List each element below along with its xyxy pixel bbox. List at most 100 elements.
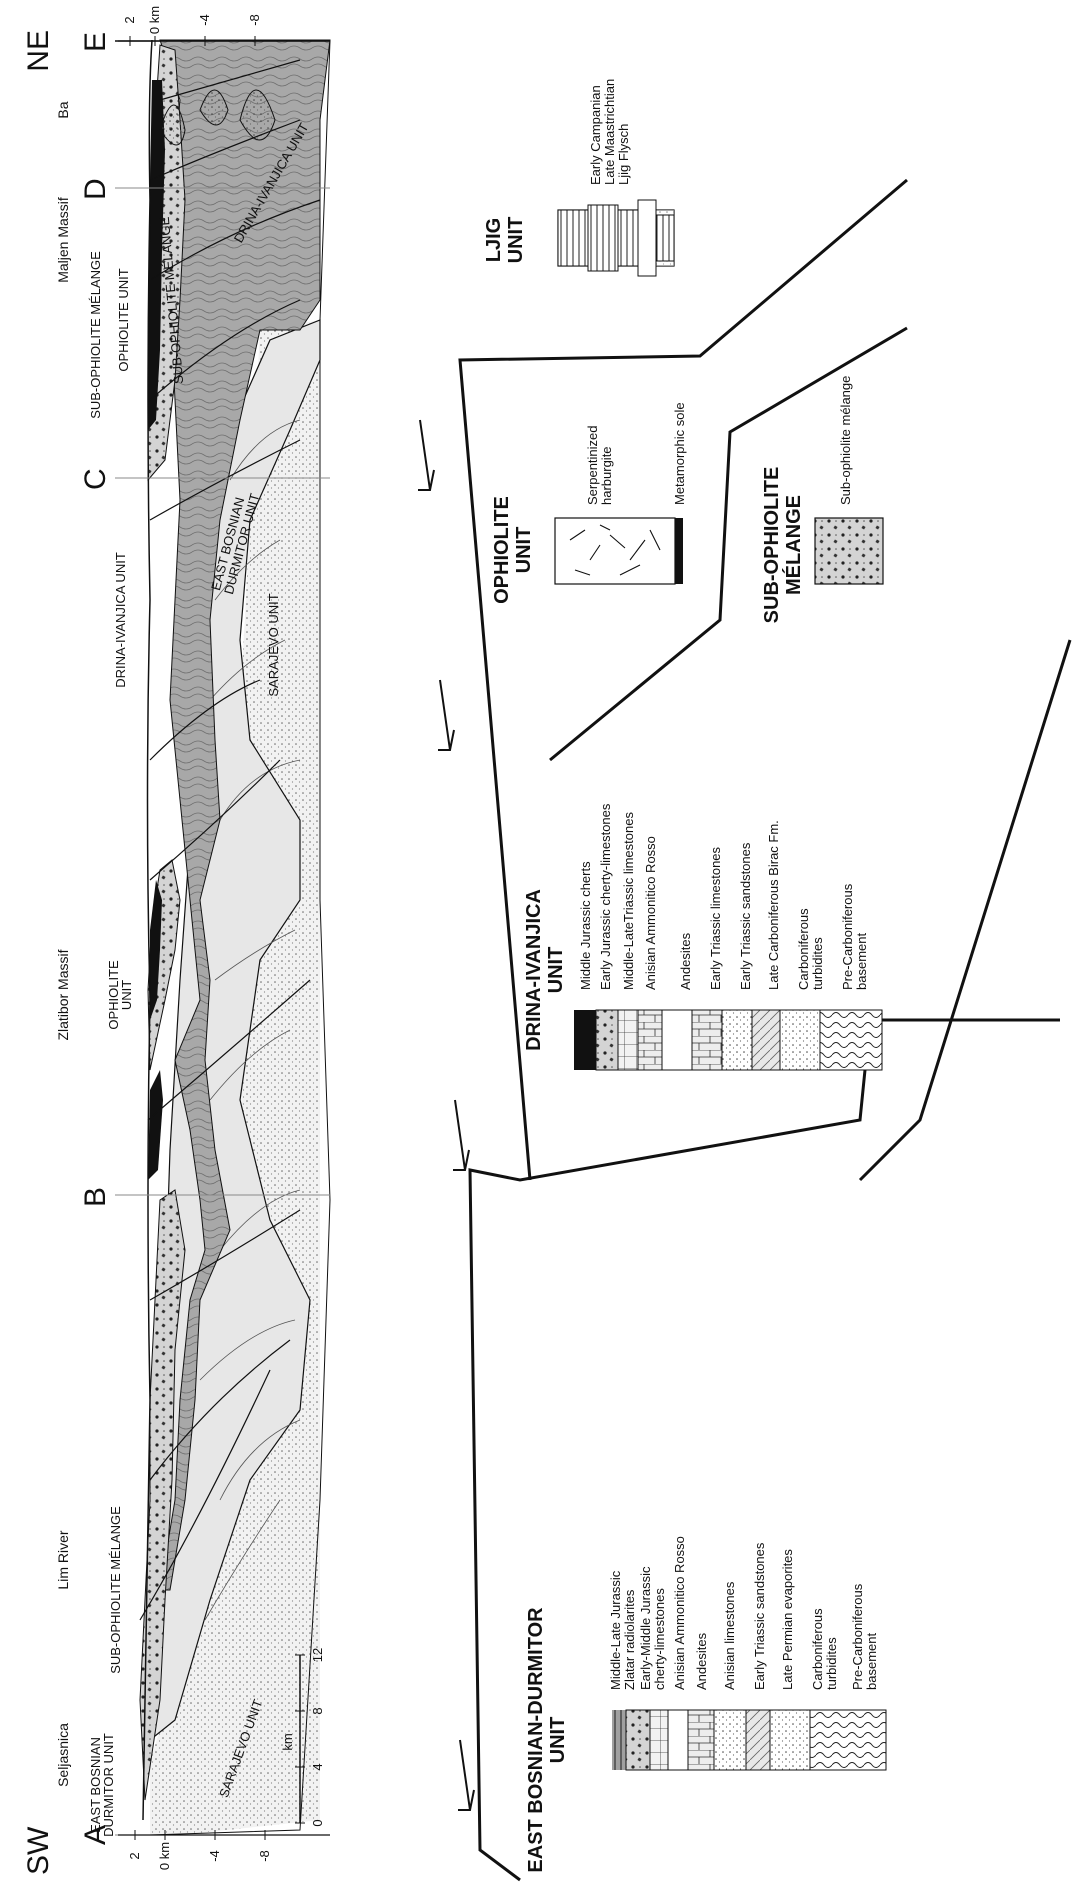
- ne-orientation-label: NE: [22, 30, 55, 72]
- scale-tick-4: 4: [310, 1763, 325, 1770]
- profile-point-c: C: [79, 468, 112, 490]
- legend-drina-title-1: DRINA-IVANJICA: [523, 889, 545, 1051]
- depth-tick-left-2: 2: [127, 1852, 142, 1859]
- legend-drina-item-8: Late Carboniferous Birac Fm.: [766, 820, 781, 990]
- label-drina-mid: DRINA-IVANJICA UNIT: [113, 552, 128, 688]
- legend-ljig-item-2: Late Maastrichtian: [602, 79, 617, 185]
- label-ophiolite-mid-1: OPHIOLITE: [106, 960, 121, 1030]
- label-ebd-left-2: DURMITOR UNIT: [101, 1733, 116, 1837]
- profile-point-e: E: [79, 32, 112, 52]
- legend-ebd-item-8: Early Triassic sandstones: [752, 1542, 767, 1690]
- legend-drina-item-9: Carboniferous: [796, 908, 811, 990]
- ljig-unit-lens-3: [239, 89, 276, 141]
- legend-ophiolite-item-1: Serpentinized: [585, 426, 600, 506]
- legend-sub-oph-title-2: MÉLANGE: [782, 495, 805, 595]
- label-sarajevo-right: SARAJEVO UNIT: [266, 593, 281, 696]
- scale-tick-0: 0: [310, 1819, 325, 1826]
- east-bosnian-durmitor-bedding: [199, 419, 301, 1621]
- legend-drina-item-5: Andesites: [678, 932, 693, 990]
- legend-ebd-item-3: Early-Middle Jurassic: [638, 1566, 653, 1690]
- profile-point-a: A: [79, 1825, 112, 1845]
- depth-tick-left-0: 0 km: [157, 1842, 172, 1870]
- legend-drina-item-12: basement: [854, 933, 869, 990]
- locality-ba: Ba: [55, 101, 71, 118]
- locality-seljasnica: Seljasnica: [55, 1723, 71, 1787]
- legend-ebd-item-12: Pre-Carboniferous: [850, 1583, 865, 1690]
- legend-ebd-item-13: basement: [864, 1633, 879, 1690]
- ljig-unit-lens-2: [199, 89, 229, 126]
- label-ebd-left-1: EAST BOSNIAN: [88, 1737, 103, 1833]
- profile-point-d: D: [79, 178, 112, 200]
- legend-sub-oph-item-1: Sub-ophiolite mélange: [838, 376, 853, 505]
- legend-ebd-title-1: EAST BOSNIAN-DURMITOR: [525, 1607, 547, 1873]
- legend-ebd-item-1: Middle-Late Jurassic: [608, 1570, 623, 1690]
- depth-tick-right-2: 2: [122, 16, 137, 23]
- sw-orientation-label: SW: [22, 1826, 55, 1875]
- legend-ebd-items: Middle-Late Jurassic Zlatar radiolarites…: [608, 1536, 879, 1690]
- legend-ljig-item-3: Ljig Flysch: [616, 124, 631, 185]
- legend-sub-oph-title-1: SUB-OPHIOLITE: [761, 467, 783, 624]
- legend-ljig-title-2: UNIT: [505, 217, 527, 264]
- scale-bar: 0 4 8 12 km: [280, 1648, 325, 1827]
- legend-ebd-item-6: Andesites: [694, 1632, 709, 1690]
- locality-zlatibor: Zlatibor Massif: [55, 949, 71, 1040]
- topographic-surface: [142, 39, 153, 1821]
- legend-drina-title-2: UNIT: [545, 947, 567, 994]
- legend-panel: EAST BOSNIAN-DURMITOR UNIT Middle-Late J…: [418, 79, 1072, 1882]
- label-sub-oph-right: SUB-OPHIOLITE MÉLANGE: [88, 251, 103, 419]
- ljig-unit-lens-1: [159, 104, 186, 146]
- legend-drina-column: [574, 1009, 883, 1071]
- label-ophiolite-right: OPHIOLITE UNIT: [116, 268, 131, 371]
- locality-maljen: Maljen Massif: [55, 197, 71, 283]
- legend-drina-item-7: Early Triassic sandstones: [738, 842, 753, 990]
- thrust-faults: [139, 59, 321, 1621]
- legend-ophiolite-item-2: harburgite: [599, 446, 614, 505]
- depth-tick-right-0: 0 km: [147, 6, 162, 34]
- legend-ebd-title-2: UNIT: [547, 1717, 569, 1764]
- legend-drina-item-1: Middle Jurassic cherts: [578, 861, 593, 990]
- legend-drina-items: Middle Jurassic cherts Early Jurassic ch…: [578, 803, 869, 990]
- ophiolite-unit-right: [148, 80, 165, 430]
- depth-tick-right-8: -8: [247, 14, 262, 26]
- scale-tick-8: 8: [310, 1707, 325, 1714]
- legend-ebd-item-2: Zlatar radiolarites: [622, 1589, 637, 1690]
- scale-unit: km: [280, 1733, 295, 1750]
- legend-ebd-item-7: Anisian limestones: [722, 1581, 737, 1690]
- legend-divider-6: [549, 326, 908, 762]
- legend-divider-5: [458, 178, 908, 1181]
- label-sub-oph-left: SUB-OPHIOLITE MÉLANGE: [108, 1506, 123, 1674]
- label-ophiolite-mid-2: UNIT: [119, 980, 134, 1010]
- legend-ljig-title-1: LJIG: [483, 218, 505, 262]
- legend-drina-item-11: Pre-Carboniferous: [840, 883, 855, 990]
- depth-axis-left: 2 0 km -4 -8: [118, 1830, 330, 1870]
- legend-drina-item-10: turbidites: [810, 937, 825, 990]
- legend-ebd-item-9: Late Permian evaporites: [780, 1549, 795, 1690]
- depth-tick-right-4: -4: [197, 14, 212, 26]
- ophiolite-unit-mid: [150, 880, 162, 1020]
- legend-ophiolite-item-3: Metamorphic sole: [672, 402, 687, 505]
- legend-ljig-item-1: Early Campanian: [588, 85, 603, 185]
- legend-ebd-item-5: Anisian Ammonitico Rosso: [672, 1536, 687, 1690]
- legend-ebd-item-10: Carboniferous: [810, 1608, 825, 1690]
- ophiolite-unit-left: [148, 1070, 163, 1180]
- legend-drina-item-2: Early Jurassic cherty-limestones: [598, 803, 613, 990]
- depth-tick-left-4: -4: [207, 1850, 222, 1862]
- cross-section: NE SW A B: [22, 6, 331, 1875]
- depth-tick-left-8: -8: [257, 1850, 272, 1862]
- legend-ophiolite-title-2: UNIT: [513, 527, 535, 574]
- legend-sub-oph-column: [814, 517, 884, 585]
- legend-ophiolite-title-1: OPHIOLITE: [491, 496, 513, 604]
- legend-ljig-column: [557, 199, 675, 277]
- shear-arrows: [418, 419, 475, 1811]
- legend-ebd-item-11: turbidites: [824, 1637, 839, 1690]
- profile-point-b: B: [79, 1187, 112, 1207]
- legend-drina-item-6: Early Triassic limestones: [708, 846, 723, 990]
- scale-tick-12: 12: [310, 1648, 325, 1662]
- locality-lim-river: Lim River: [55, 1530, 71, 1589]
- legend-drina-item-4: Anisian Ammonitico Rosso: [643, 836, 658, 990]
- section-base-outline: [149, 39, 331, 1836]
- depth-axis-right: 2 0 km -4 -8: [118, 6, 330, 46]
- legend-ophiolite-column: [554, 517, 683, 585]
- legend-drina-item-3: Middle-LateTriassic limestones: [621, 812, 636, 990]
